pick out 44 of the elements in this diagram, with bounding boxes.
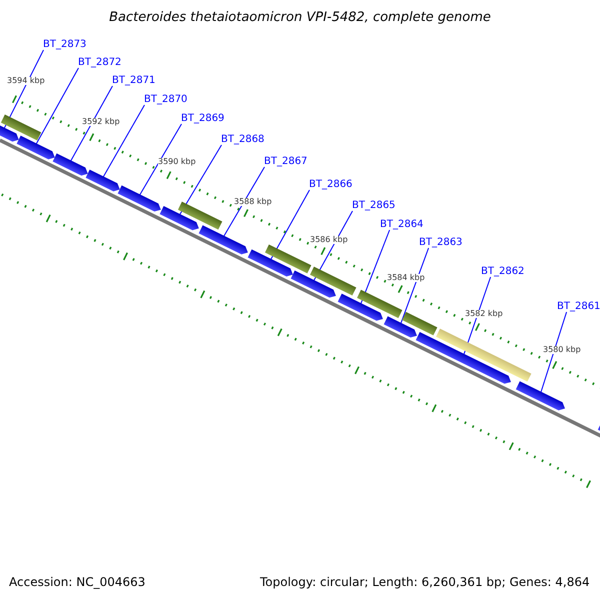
leader-line xyxy=(179,144,222,216)
scale-label: 3588 kbp xyxy=(234,198,272,206)
leader-line xyxy=(139,124,182,196)
gene-block xyxy=(290,270,336,298)
gene-label: BT_2864 xyxy=(380,220,424,230)
gene-bar xyxy=(0,114,42,140)
gene-label: BT_2861 xyxy=(557,302,600,312)
scale-label: 3592 kbp xyxy=(82,118,120,126)
gene-label: BT_2863 xyxy=(419,238,462,248)
scale-label: 3580 kbp xyxy=(543,346,581,354)
gene-block xyxy=(52,153,88,176)
gene-label: BT_2873 xyxy=(43,40,86,50)
leader-line xyxy=(36,68,79,144)
gene-label: BT_2870 xyxy=(144,95,188,105)
gene-block xyxy=(516,381,566,410)
gene-block xyxy=(384,316,417,338)
gene-block xyxy=(16,136,55,160)
gene-label: BT_2862 xyxy=(481,267,524,277)
scale-label: 3584 kbp xyxy=(387,274,425,282)
gene-block xyxy=(160,206,199,230)
gene-label: BT_2872 xyxy=(78,58,122,68)
gene-label: BT_2869 xyxy=(181,114,224,124)
leader-line xyxy=(102,104,145,178)
leader-line xyxy=(400,248,430,324)
gene-label: BT_2866 xyxy=(309,180,352,190)
scale-label: 3582 kbp xyxy=(465,310,503,318)
gene-block xyxy=(248,249,293,276)
leader-line xyxy=(223,166,265,237)
scale-label: 3590 kbp xyxy=(158,158,196,166)
gene-block xyxy=(416,332,511,384)
gene-label: BT_2865 xyxy=(352,201,396,211)
map-title: Bacteroides thetaiotaomicron VPI-5482, complete genome xyxy=(108,11,492,24)
gene-label: BT_2871 xyxy=(112,76,156,86)
leader-line xyxy=(70,86,113,162)
gene-block xyxy=(86,170,120,192)
gene-label: BT_2868 xyxy=(221,135,264,145)
gene-label: BT_2867 xyxy=(264,157,308,167)
gene-block xyxy=(198,225,248,254)
scale-label: 3594 kbp xyxy=(7,77,45,85)
gene-block xyxy=(118,185,161,212)
gene-block xyxy=(338,294,383,321)
scale-label: 3586 kbp xyxy=(310,236,348,244)
footer-text: Topology: circular; Length: 6,260,361 bp; Genes: 4,864 xyxy=(260,576,590,588)
footer-text: Accession: NC_004663 xyxy=(9,576,146,588)
